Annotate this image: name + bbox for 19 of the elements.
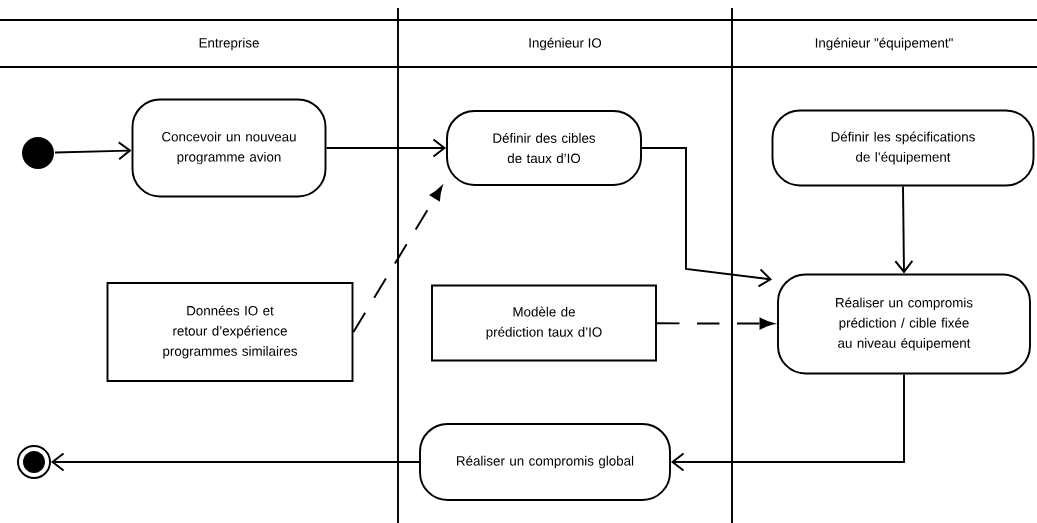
object-box: Modèle de prédiction taux d’IO: [431, 284, 657, 362]
arrow: [325, 138, 447, 158]
start-node: [22, 137, 54, 169]
activity-box: Concevoir un nouveau programme avion: [131, 98, 327, 198]
lane-header: Entreprise: [196, 36, 262, 52]
arrow: [54, 141, 132, 161]
lane-header: Ingénieur "équipement": [812, 35, 956, 53]
activity-box: Définir des cibles de taux d’IO: [446, 110, 642, 186]
lane-header: Ingénieur IO: [526, 35, 604, 53]
arrow: [50, 452, 420, 472]
arrow: [894, 185, 914, 274]
activity-box: Réaliser un compromis prédiction / cible fixée au niveau équipement: [777, 273, 1031, 375]
arrow: [352, 185, 443, 333]
object-box: Données IO et retour d’expérience programmes similaires: [106, 282, 354, 382]
activity-box: Définir les spécifications de l’équipement: [771, 109, 1035, 187]
activity-box: Réaliser un compromis global: [419, 423, 671, 501]
arrow: [641, 147, 773, 288]
arrow: [670, 373, 905, 472]
end-node: [17, 445, 51, 479]
